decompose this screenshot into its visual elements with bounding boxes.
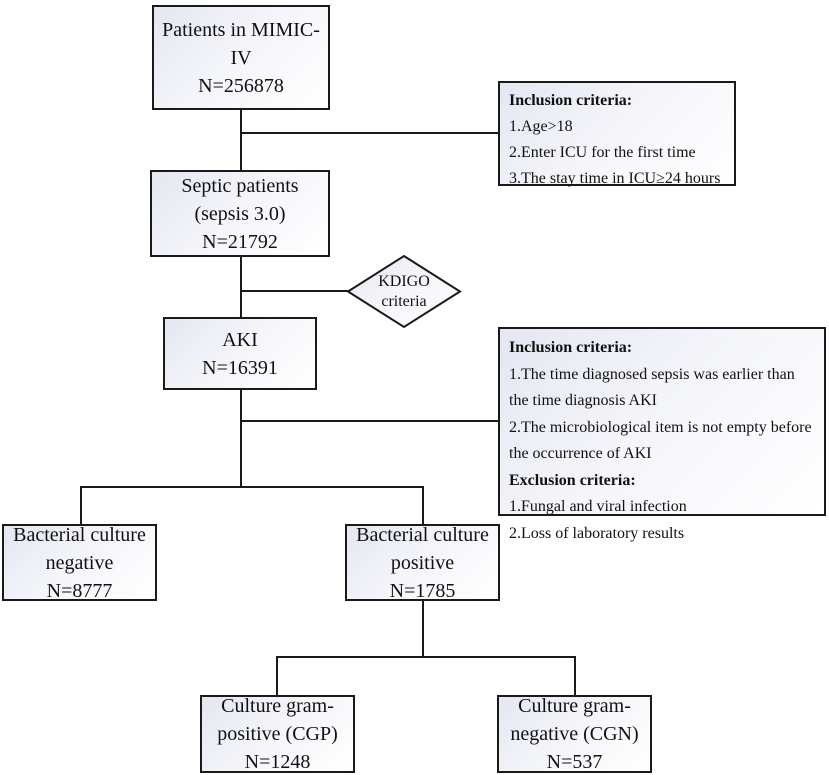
node-culture-gram-negative: Culture gram- negative (CGN) N=537: [497, 695, 652, 773]
connector-line: [240, 290, 350, 292]
decision-kdigo: KDIGO criteria: [346, 254, 462, 330]
criteria-box-inclusion-1: Inclusion criteria: 1.Age>18 2.Enter ICU…: [498, 81, 736, 187]
connector-line: [422, 486, 424, 526]
node-bacterial-culture-negative: Bacterial culture negative N=8777: [2, 523, 157, 602]
node-patients-mimic: Patients in MIMIC-IV N=256878: [152, 5, 330, 110]
node-text: negative: [45, 551, 114, 574]
node-count: N=8777: [46, 579, 113, 602]
criteria-title: Inclusion criteria:: [509, 339, 633, 356]
node-count: N=21792: [202, 230, 278, 253]
node-count: N=16391: [202, 356, 278, 379]
criteria-item: 1.Age>18: [509, 118, 573, 135]
node-culture-gram-positive: Culture gram- positive (CGP) N=1248: [200, 695, 355, 773]
connector-line: [422, 600, 424, 657]
connector-line: [276, 656, 576, 658]
criteria-item: 1.The time diagnosed sepsis was earlier …: [509, 365, 795, 410]
connector-line: [80, 486, 82, 526]
node-aki: AKI N=16391: [163, 317, 317, 390]
criteria-item: 2.Enter ICU for the first time: [509, 144, 696, 161]
node-text: Culture gram-: [221, 695, 334, 717]
node-septic-patients: Septic patients (sepsis 3.0) N=21792: [150, 170, 330, 257]
criteria-box-inclusion-exclusion: Inclusion criteria: 1.The time diagnosed…: [498, 327, 826, 542]
connector-line: [240, 132, 498, 134]
criteria-title: Inclusion criteria:: [509, 92, 633, 109]
criteria-item: 1.Fungal and viral infection: [509, 498, 687, 515]
criteria-item: 2.Loss of laboratory results: [509, 524, 685, 542]
node-count: N=537: [546, 751, 603, 773]
node-text: AKI: [222, 328, 258, 351]
diamond-shape: [346, 254, 462, 329]
node-text: positive (CGP): [217, 723, 338, 745]
node-text: Patients in MIMIC-IV: [162, 18, 320, 69]
node-text: (sepsis 3.0): [194, 202, 286, 225]
connector-line: [574, 656, 576, 696]
node-text: Culture gram-: [518, 695, 631, 717]
node-text: Septic patients: [181, 174, 299, 197]
node-bacterial-culture-positive: Bacterial culture positive N=1785: [345, 523, 500, 602]
connector-line: [80, 486, 424, 488]
connector-line: [240, 389, 242, 488]
node-text: criteria: [381, 293, 427, 310]
node-count: N=256878: [198, 74, 284, 97]
node-text: negative (CGN): [510, 723, 639, 745]
node-text: Bacterial culture: [13, 523, 146, 546]
criteria-title: Exclusion criteria:: [509, 471, 636, 489]
node-text: Bacterial culture: [356, 523, 489, 546]
node-text: positive: [390, 551, 455, 574]
node-text: KDIGO: [378, 273, 430, 290]
diamond-label: KDIGO criteria: [346, 254, 462, 330]
node-count: N=1248: [244, 751, 311, 773]
criteria-item: 3.The stay time in ICU≥24 hours: [509, 170, 721, 187]
criteria-item: 2.The microbiological item is not empty …: [509, 418, 812, 463]
connector-line: [240, 420, 498, 422]
connector-line: [240, 109, 242, 171]
node-count: N=1785: [389, 579, 456, 602]
connector-line: [240, 256, 242, 318]
connector-line: [276, 656, 278, 696]
